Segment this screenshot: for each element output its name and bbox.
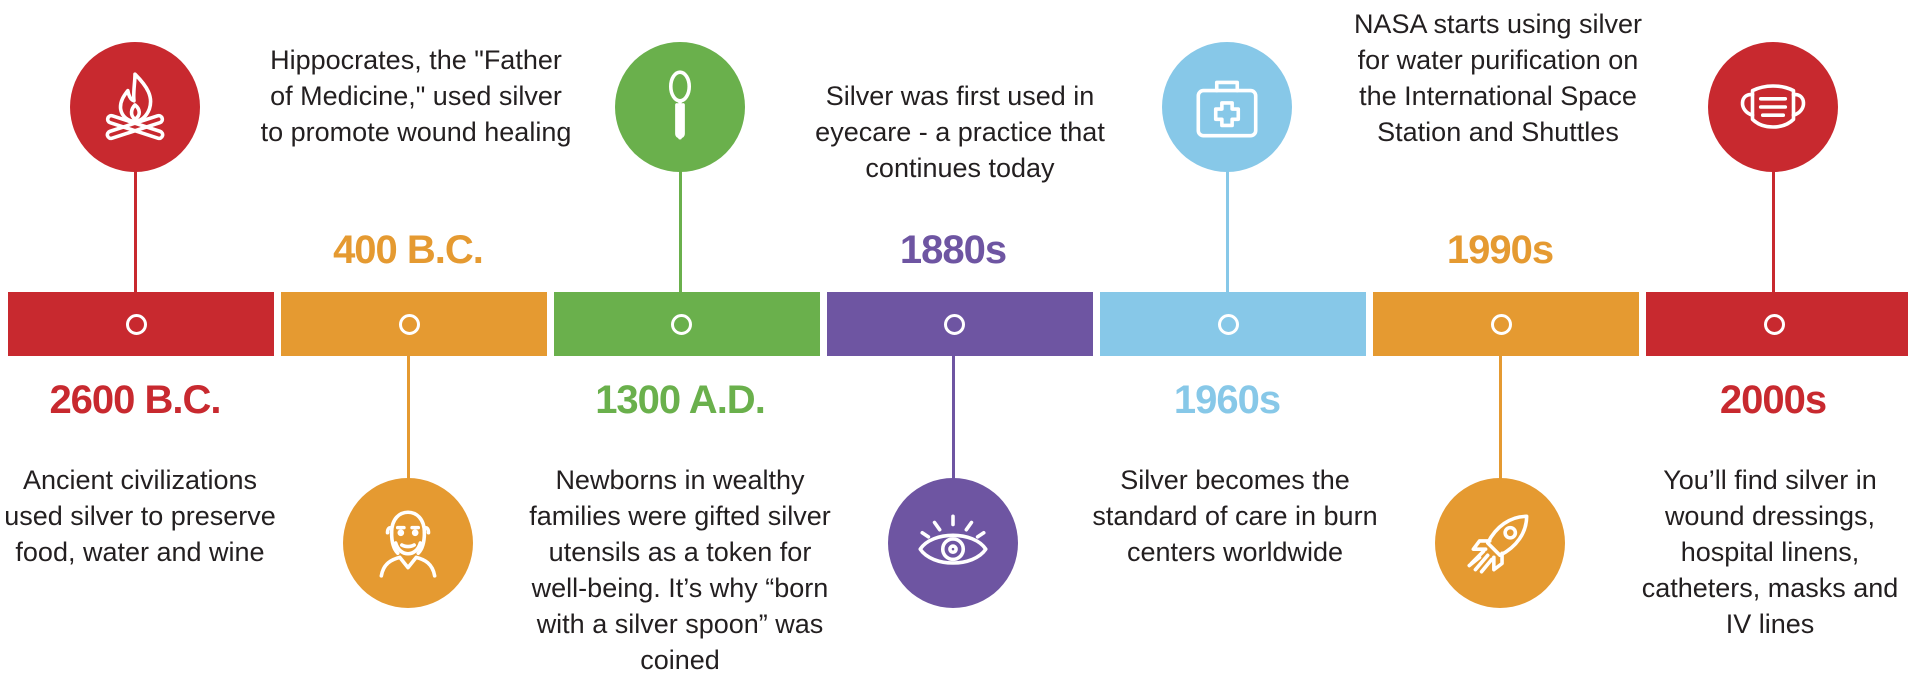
rocket-icon xyxy=(1467,514,1529,574)
timeline-stem xyxy=(679,170,682,325)
eye-icon xyxy=(918,514,988,565)
timeline-dot xyxy=(1218,314,1239,335)
timeline-stem xyxy=(407,325,410,480)
timeline-dot xyxy=(1491,314,1512,335)
medical-kit-icon xyxy=(1196,80,1258,138)
year-label: 1300 A.D. xyxy=(595,378,766,422)
year-label: 2000s xyxy=(1719,378,1827,422)
timeline-dot xyxy=(671,314,692,335)
timeline-dot xyxy=(399,314,420,335)
year-label: 400 B.C. xyxy=(333,228,484,272)
event-description: Hippocrates, the "Father of Medicine," u… xyxy=(260,45,572,147)
timeline-stem xyxy=(1772,170,1775,325)
spoon-icon-circle xyxy=(615,42,745,172)
timeline-dot xyxy=(126,314,147,335)
year-label: 1960s xyxy=(1173,378,1281,422)
event-description: You’ll find silver in wound dressings, h… xyxy=(1641,465,1899,639)
year-label: 1880s xyxy=(899,228,1007,272)
medical-kit-icon-circle xyxy=(1162,42,1292,172)
face-mask-icon xyxy=(1740,84,1806,129)
rocket-icon-circle xyxy=(1435,478,1565,608)
campfire-icon xyxy=(105,72,165,141)
event-description: Ancient civilizations used silver to pre… xyxy=(4,465,276,567)
spoon-icon xyxy=(668,70,692,140)
event-description: Silver becomes the standard of care in b… xyxy=(1092,465,1378,567)
year-label: 1990s xyxy=(1446,228,1554,272)
hippocrates-icon-circle xyxy=(343,478,473,608)
timeline-stem xyxy=(952,325,955,480)
face-mask-icon-circle xyxy=(1708,42,1838,172)
eye-icon-circle xyxy=(888,478,1018,608)
timeline-stem xyxy=(1499,325,1502,480)
event-description: NASA starts using silver for water purif… xyxy=(1353,9,1643,147)
event-description: Silver was first used in eyecare - a pra… xyxy=(815,81,1105,183)
hippocrates-icon xyxy=(379,510,437,578)
timeline-stem xyxy=(1226,170,1229,325)
timeline-dot xyxy=(944,314,965,335)
event-description: Newborns in wealthy families were gifted… xyxy=(529,465,831,675)
timeline-stem xyxy=(134,170,137,325)
campfire-icon-circle xyxy=(70,42,200,172)
timeline-dot xyxy=(1764,314,1785,335)
year-label: 2600 B.C. xyxy=(49,378,221,422)
